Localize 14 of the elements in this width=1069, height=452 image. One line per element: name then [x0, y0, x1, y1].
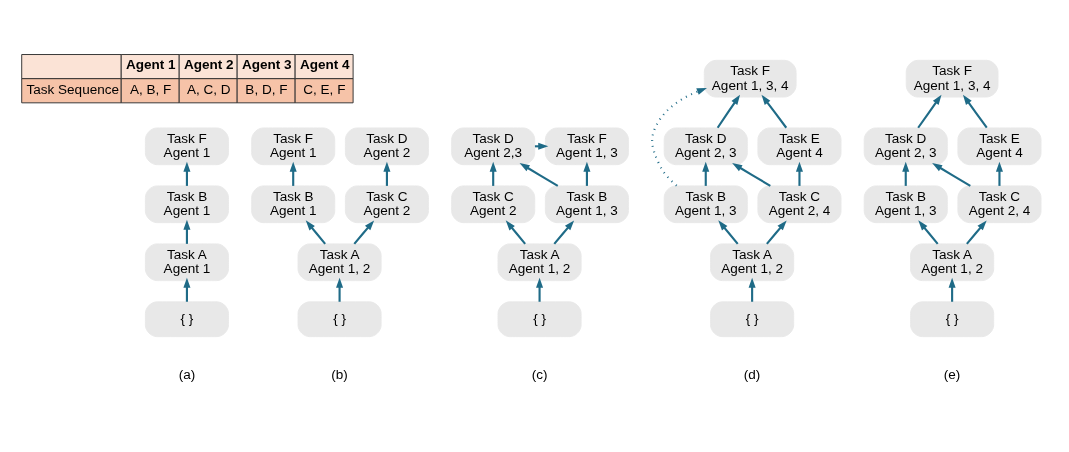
label: Agent 3 — [242, 56, 292, 72]
label: Agent 2 — [184, 56, 234, 72]
label: (d) — [743, 366, 761, 382]
label: (e) — [943, 366, 961, 382]
label: (c) — [531, 366, 548, 382]
label: A, B, F — [129, 81, 172, 97]
label: C, E, F — [303, 81, 346, 97]
label: Agent 4 — [299, 56, 350, 72]
label: B, D, F — [245, 81, 288, 97]
label: Agent 1 — [126, 56, 176, 72]
label: (b) — [331, 366, 348, 382]
label: Task Sequence — [26, 81, 119, 97]
label: (a) — [178, 366, 196, 382]
label: A, C, D — [186, 81, 231, 97]
